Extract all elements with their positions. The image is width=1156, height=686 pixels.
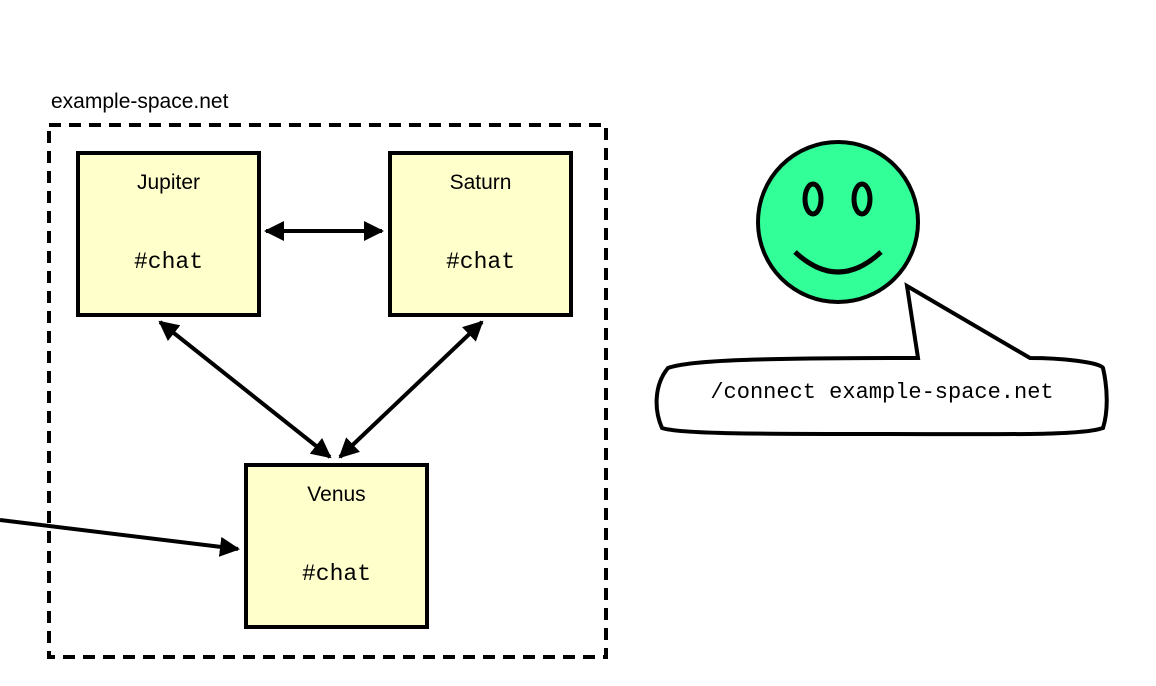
network-name-label: example-space.net [51,90,229,113]
smiley-face [756,140,920,304]
network-boundary [47,123,608,659]
smiley-face-icon [756,140,920,304]
link-jupiter-venus [158,320,332,459]
smiley-mouth [793,250,883,275]
server-channel: #chat [445,249,515,275]
incoming-connection-arrow [0,518,240,557]
smiley-left-eye [802,181,824,217]
server-name: Saturn [449,171,512,194]
server-name: Venus [307,483,366,506]
server-channel: #chat [133,249,203,275]
server-node-venus: Venus #chat [244,463,429,629]
server-name: Jupiter [136,171,201,194]
speech-bubble [654,282,1109,437]
link-saturn-venus [338,320,484,459]
speech-bubble-command: /connect example-space.net [710,380,1054,405]
server-node-saturn: Saturn #chat [388,151,573,317]
server-node-jupiter: Jupiter #chat [76,151,261,317]
smiley-right-eye [851,181,873,217]
server-channel: #chat [301,561,371,587]
